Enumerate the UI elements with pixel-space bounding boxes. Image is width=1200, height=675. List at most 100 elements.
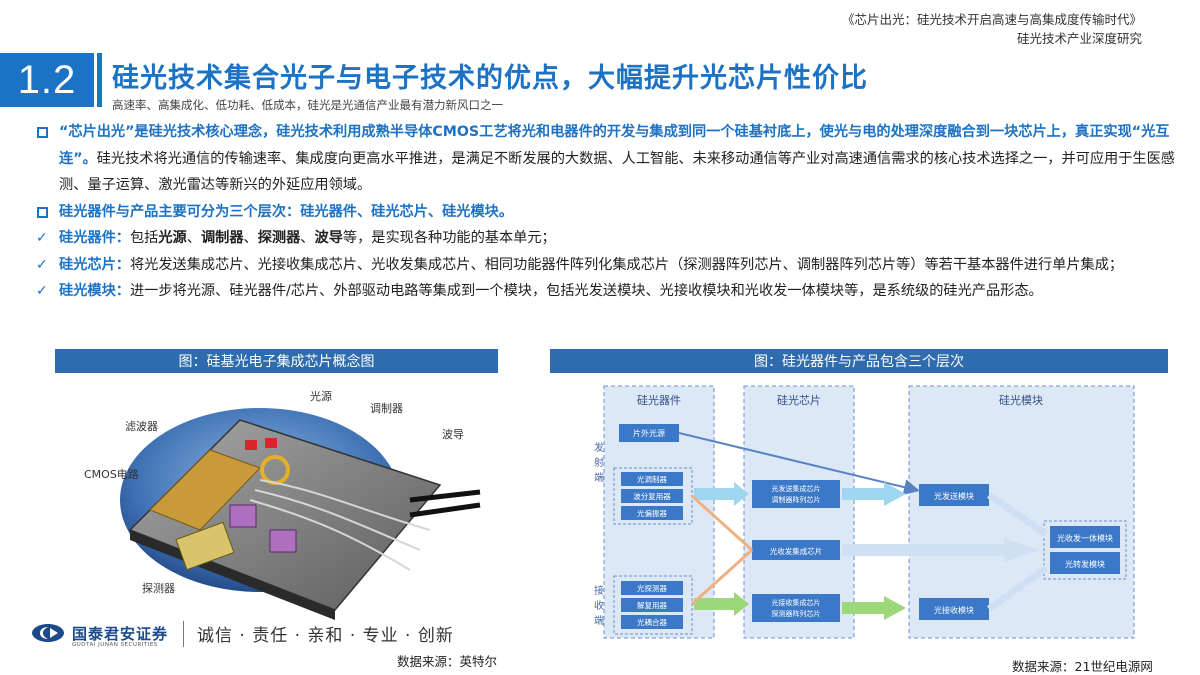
box-wdm — [621, 489, 683, 503]
check-icon: ✓ — [36, 256, 48, 273]
square-bullet-icon — [37, 127, 48, 138]
box-trx-module-label: 光收发一体模块 — [1057, 533, 1113, 543]
box-coupler — [621, 615, 683, 629]
recv-side-label-2: 收 — [594, 599, 604, 612]
box-trx-chip — [752, 540, 840, 560]
label-cmos: CMOS电路 — [84, 468, 139, 481]
box-rx-module-label: 光接收模块 — [934, 605, 974, 615]
figure1-title: 图：硅基光电子集成芯片概念图 — [55, 349, 498, 373]
paragraph-core-concept: “芯片出光”是硅光技术核心理念，硅光技术利用成熟半导体CMOS工艺将光和电器件的… — [34, 119, 1184, 199]
devices-sep: 、 — [243, 230, 258, 246]
box-tx-chip — [752, 480, 840, 508]
page-subtitle: 高速率、高集成化、低功耗、低成本，硅光是光通信产业最有潜力新风口之一 — [112, 98, 503, 112]
modules-text: 进一步将光源、硅光器件/芯片、外部驱动电路等集成到一个模块，包括光发送模块、光接… — [129, 283, 1043, 299]
company-logo: 国泰君安证券 GUOTAI JUNAN SECURITIES — [30, 620, 190, 648]
check-icon: ✓ — [36, 283, 48, 299]
recv-side-label-3: 端 — [594, 614, 604, 627]
level-diagram-svg: 硅光器件 硅光芯片 硅光模块 发 射 端 接 收 端 片外光源 光调制器 波分复… — [594, 385, 1135, 639]
arrow-tx-chip-to-module — [842, 482, 906, 506]
report-subtitle: 硅光技术产业深度研究 — [1016, 31, 1142, 46]
box-coupler-label: 光耦合器 — [637, 617, 667, 627]
check-icon: ✓ — [36, 230, 48, 246]
modules-label: 硅光模块： — [59, 283, 130, 299]
arrow-devices-to-tx-chip — [694, 482, 749, 506]
box-tx-module — [919, 484, 989, 506]
page-title: 硅光技术集合光子与电子技术的优点，大幅提升光芯片性价比 — [112, 63, 868, 94]
figure2-source: 数据来源：21世纪电源网 — [1012, 659, 1153, 674]
core-concept-highlight: “芯片出光”是硅光技术核心理念，硅光技术利用成熟半导体CMOS工艺将光和电器件的… — [59, 124, 1170, 167]
paragraph-modules: ✓ 硅光模块：进一步将光源、硅光器件/芯片、外部驱动电路等集成到一个模块，包括光… — [34, 278, 1184, 305]
box-trx-module — [1050, 526, 1120, 548]
box-forward-module — [1050, 552, 1120, 574]
chips-text: 将光发送集成芯片、光接收集成芯片、光收发集成芯片、相同功能器件阵列化集成芯片（探… — [129, 256, 1124, 273]
light-source-red — [265, 438, 277, 448]
arrow-tx-module-to-trx — [987, 492, 1048, 537]
label-detector: 探测器 — [142, 582, 175, 595]
paragraph-devices: ✓ 硅光器件：包括光源、调制器、探测器、波导等，是实现各种功能的基本单元； — [34, 225, 1184, 252]
column-modules — [908, 385, 1135, 639]
box-trx-chip-label: 光收发集成芯片 — [770, 546, 823, 556]
send-side-label-2: 射 — [594, 457, 604, 469]
fiber-cable — [409, 502, 481, 518]
waveguide-line — [254, 489, 421, 551]
chips-label: 硅光芯片： — [59, 256, 130, 273]
fiber-cable — [409, 489, 481, 503]
send-side-label-1: 发 — [594, 441, 604, 454]
light-source-red — [245, 440, 257, 450]
circuit-block — [175, 521, 235, 571]
logo-icon — [32, 624, 64, 642]
cmos-block — [149, 449, 261, 531]
paragraph-three-levels: 硅光器件与产品主要可分为三个层次：硅光器件、硅光芯片、硅光模块。 — [34, 199, 1184, 226]
arrow-source-to-tx-module — [678, 432, 920, 495]
report-header: 《芯片出光：硅光技术开启高速与高集成度传输时代》 硅光技术产业深度研究 — [842, 10, 1142, 48]
box-rx-module — [919, 598, 989, 620]
waveguide-line — [249, 499, 411, 571]
box-wdm-label: 波分复用器 — [633, 491, 671, 501]
box-detector — [621, 581, 683, 595]
box-tx-chip-label-1: 光发送集成芯片 — [772, 484, 821, 493]
box-rx-chip-label-1: 光接收集成芯片 — [772, 598, 821, 607]
label-waveguide: 波导 — [442, 428, 464, 441]
report-title: 《芯片出光：硅光技术开启高速与高集成度传输时代》 — [841, 12, 1142, 27]
company-name-en: GUOTAI JUNAN SECURITIES — [72, 642, 158, 648]
section-number: 1.2 — [0, 53, 94, 107]
title-accent-bar — [97, 53, 102, 107]
devices-text-a: 包括 — [129, 230, 159, 246]
box-demux-label: 解复用器 — [637, 600, 667, 610]
arrow-rx-module-to-trx — [986, 565, 1049, 612]
box-external-source — [619, 424, 679, 442]
arrow-rx-chip-to-module — [842, 596, 906, 620]
box-modulator — [621, 472, 683, 486]
devices-light-source: 光源 — [158, 230, 187, 246]
three-levels-text: 硅光器件与产品主要可分为三个层次：硅光器件、硅光芯片、硅光模块。 — [59, 203, 514, 220]
devices-label: 硅光器件： — [59, 230, 130, 246]
waveguide-line — [259, 479, 431, 531]
devices-detector: 探测器 — [257, 230, 301, 246]
box-tx-chip-label-2: 调制器阵列芯片 — [772, 495, 821, 504]
label-light-source: 光源 — [310, 389, 332, 403]
box-forward-module-label: 光转发模块 — [1065, 559, 1105, 569]
arrow-tx-to-trx — [690, 494, 754, 552]
column-chips-title: 硅光芯片 — [777, 393, 821, 407]
box-detector-label: 光探测器 — [637, 583, 667, 593]
send-side-label-3: 端 — [594, 471, 604, 484]
arrow-trx-chip-to-module — [842, 538, 1039, 562]
figure1-source: 数据来源：英特尔 — [397, 654, 498, 669]
footer-divider — [183, 621, 184, 647]
chip-illustration: 光源 调制器 滤波器 波导 CMOS电路 探测器 — [84, 389, 481, 620]
devices-waveguide: 波导 — [314, 230, 343, 246]
detector-block — [269, 529, 297, 553]
devices-modulator: 调制器 — [200, 230, 244, 246]
box-rx-chip — [752, 594, 840, 622]
devices-sep: 、 — [186, 230, 201, 246]
company-name: 国泰君安证券 — [72, 624, 169, 643]
box-rx-chip-label-2: 探测器阵列芯片 — [772, 609, 821, 618]
devices-text-rest: 等，是实现各种功能的基本单元； — [342, 230, 556, 246]
figure2-title: 图：硅光器件与产品包含三个层次 — [550, 349, 1168, 373]
label-modulator: 调制器 — [370, 402, 403, 415]
body-content: “芯片出光”是硅光技术核心理念，硅光技术利用成熟半导体CMOS工艺将光和电器件的… — [34, 119, 1184, 305]
column-devices-title: 硅光器件 — [637, 393, 681, 407]
box-tx-module-label: 光发送模块 — [934, 491, 974, 501]
label-filter: 滤波器 — [125, 420, 158, 433]
square-bullet-icon — [37, 206, 48, 218]
